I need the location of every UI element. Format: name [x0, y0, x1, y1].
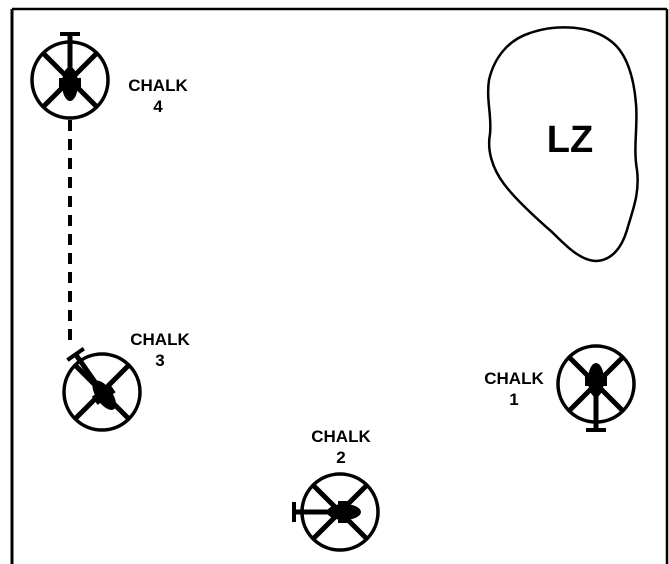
chalk-3-label: CHALK: [130, 330, 190, 349]
landing-zone: LZ: [486, 26, 639, 263]
chalk-1-group: CHALK 1: [484, 346, 634, 432]
helicopter-icon: [32, 32, 108, 118]
chalk-2-label: CHALK: [311, 427, 371, 446]
chalk-3-number: 3: [155, 351, 164, 370]
diagram-frame: [10, 7, 669, 564]
chalk-2-group: CHALK 2: [292, 427, 378, 550]
landing-zone-outline: [486, 26, 639, 263]
helicopter-icon: [292, 474, 378, 550]
lz-label: LZ: [547, 119, 593, 161]
chalk-4-group: CHALK 4: [32, 32, 188, 118]
chalk-1-label: CHALK: [484, 369, 544, 388]
chalk-3-group: CHALK 3: [64, 330, 190, 430]
chalk-4-label: CHALK: [128, 76, 188, 95]
chalk-1-number: 1: [509, 390, 518, 409]
helicopter-icon: [64, 346, 140, 430]
chalk-4-number: 4: [153, 97, 163, 116]
helicopter-icon: [558, 346, 634, 432]
chalk-2-number: 2: [336, 448, 345, 467]
